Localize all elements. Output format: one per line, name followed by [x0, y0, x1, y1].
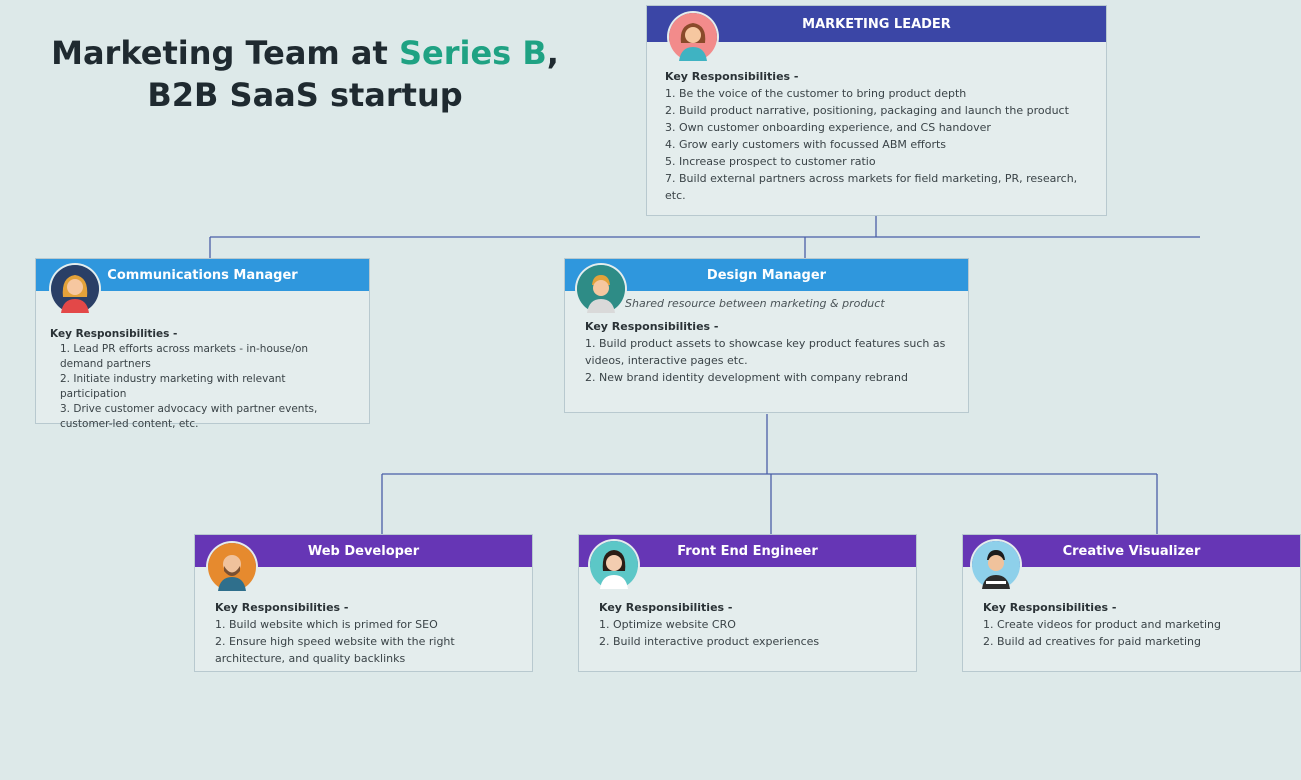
list-item: 3. Drive customer advocacy with partner … — [60, 403, 318, 430]
responsibility-list: 1. Create videos for product and marketi… — [983, 616, 1284, 650]
card-communications-manager: Communications Manager Key Responsibilit… — [35, 258, 370, 430]
card-web-developer: Web Developer Key Responsibilities - 1. … — [194, 534, 533, 672]
list-item: 5. Increase prospect to customer ratio — [665, 155, 876, 168]
key-responsibilities-label: Key Responsibilities - — [599, 601, 733, 614]
key-responsibilities-label: Key Responsibilities - — [585, 320, 719, 333]
list-item: 1. Optimize website CRO — [599, 618, 736, 631]
list-item: 2. New brand identity development with c… — [585, 371, 908, 384]
title-line-1: Marketing Team at Series B, — [51, 34, 559, 72]
key-responsibilities-label: Key Responsibilities - — [983, 601, 1117, 614]
responsibility-list: 1. Lead PR efforts across markets - in-h… — [50, 342, 353, 432]
list-item: 4. Grow early customers with focussed AB… — [665, 138, 947, 151]
title-accent: Series B — [398, 34, 547, 72]
list-item: 1. Create videos for product and marketi… — [983, 618, 1221, 631]
card-design-manager: Design Manager Shared resource between m… — [564, 258, 969, 413]
list-item: 1. Build product assets to showcase key … — [585, 337, 946, 367]
bearded-man-avatar-icon — [208, 543, 256, 591]
woman-avatar-icon — [51, 265, 99, 313]
list-item: 1. Be the voice of the customer to bring… — [665, 87, 967, 100]
list-item: 2. Ensure high speed website with the ri… — [215, 635, 455, 665]
list-item: 2. Build interactive product experiences — [599, 635, 820, 648]
card-marketing-leader: MARKETING LEADER Key Responsibilities - … — [646, 5, 1107, 216]
responsibility-list: 1. Build website which is primed for SEO… — [215, 616, 516, 667]
responsibility-list: 1. Optimize website CRO 2. Build interac… — [599, 616, 900, 650]
org-chart-canvas: Marketing Team at Series B, B2B SaaS sta… — [35, 5, 1301, 672]
card-header: MARKETING LEADER — [647, 6, 1106, 42]
man-avatar-icon — [972, 541, 1020, 589]
woman-avatar-icon — [590, 541, 638, 589]
list-item: 3. Own customer onboarding experience, a… — [665, 121, 991, 134]
key-responsibilities-label: Key Responsibilities - — [665, 70, 799, 83]
woman-avatar-icon — [669, 13, 717, 61]
list-item: 2. Build ad creatives for paid marketing — [983, 635, 1201, 648]
key-responsibilities-label: Key Responsibilities - — [215, 601, 349, 614]
list-item: 1. Lead PR efforts across markets - in-h… — [60, 343, 309, 370]
list-item: 2. Initiate industry marketing with rele… — [60, 373, 286, 400]
connector-lines — [209, 216, 1200, 534]
list-item: 2. Build product narrative, positioning,… — [665, 104, 1069, 117]
list-item: 7. Build external partners across market… — [665, 172, 1078, 202]
title-line-2: B2B SaaS startup — [147, 76, 463, 114]
responsibility-list: 1. Be the voice of the customer to bring… — [665, 85, 1090, 204]
list-item: 1. Build website which is primed for SEO — [215, 618, 438, 631]
shared-resource-note: Shared resource between marketing & prod… — [625, 297, 885, 310]
card-header: Design Manager — [565, 259, 968, 291]
key-responsibilities-label: Key Responsibilities - — [50, 328, 178, 340]
man-avatar-icon — [577, 265, 625, 313]
page-title: Marketing Team at Series B, B2B SaaS sta… — [40, 32, 570, 116]
responsibility-list: 1. Build product assets to showcase key … — [585, 335, 952, 386]
